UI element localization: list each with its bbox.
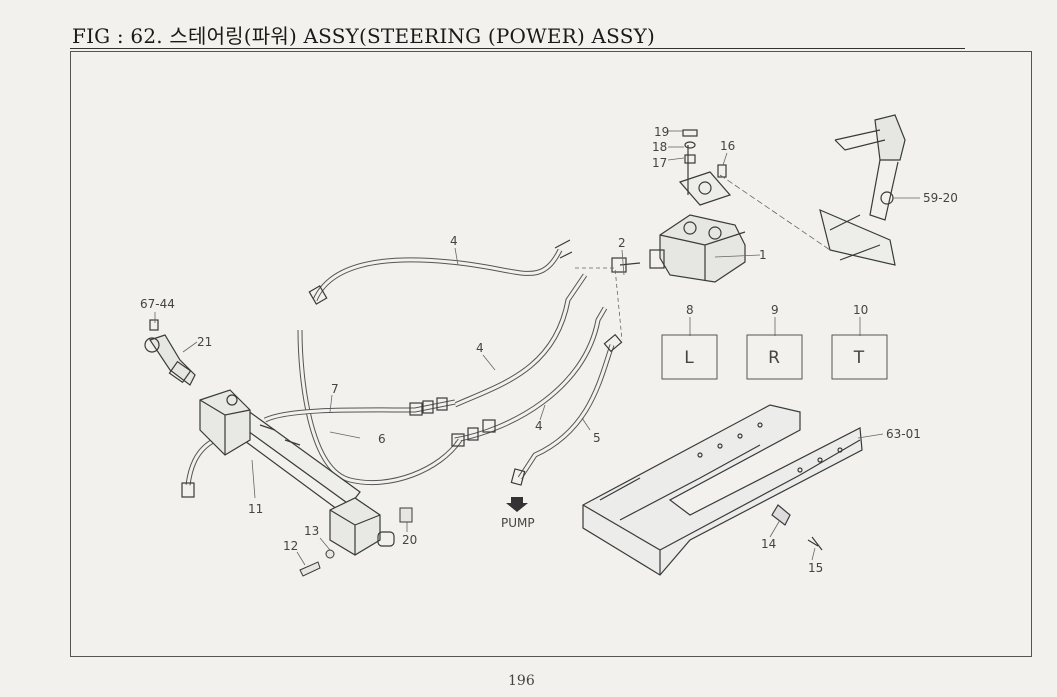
pump-label: PUMP: [501, 516, 535, 530]
callout-5: 5: [593, 431, 601, 445]
callout-63-01: 63-01: [886, 427, 921, 441]
callout-18: 18: [652, 140, 667, 154]
callout-20: 20: [402, 533, 417, 547]
part-12-bolt: [299, 561, 321, 577]
hose-4-lower: [454, 306, 608, 443]
callout-7: 7: [331, 382, 339, 396]
callout-15: 15: [808, 561, 823, 575]
box-t: [831, 334, 888, 380]
chassis-frame: [582, 404, 863, 576]
callout-10: 10: [853, 303, 868, 317]
part-20-pin: [399, 507, 413, 523]
callout-4-middle: 4: [476, 341, 484, 355]
page-title: FIG : 62. 스테어링(파워) ASSY(STEERING (POWER)…: [72, 24, 655, 48]
title-underline: [70, 48, 965, 49]
callout-59-20: 59-20: [923, 191, 958, 205]
callout-16: 16: [720, 139, 735, 153]
hose-4-upper: [312, 248, 563, 302]
callout-21: 21: [197, 335, 212, 349]
box-r: [746, 334, 803, 380]
callout-19: 19: [654, 125, 669, 139]
callout-17: 17: [652, 156, 667, 170]
callout-11: 11: [248, 502, 263, 516]
callout-12: 12: [283, 539, 298, 553]
power-cylinder: [199, 389, 395, 556]
callout-9: 9: [771, 303, 779, 317]
box-t-label: T: [853, 348, 865, 368]
callout-13: 13: [304, 524, 319, 538]
callout-14: 14: [761, 537, 776, 551]
callout-1: 1: [759, 248, 767, 262]
fitting-21: [149, 334, 196, 386]
callout-2: 2: [618, 236, 626, 250]
box-r-label: R: [768, 348, 780, 368]
box-l: [661, 334, 718, 380]
callout-4-upper: 4: [450, 234, 458, 248]
part-13-washer: [325, 549, 335, 559]
steering-column: [819, 114, 906, 266]
callout-8: 8: [686, 303, 694, 317]
callout-6: 6: [378, 432, 386, 446]
page-number: 196: [508, 673, 535, 689]
diagram-frame: [70, 51, 1032, 657]
pump-arrow-icon: [506, 497, 528, 512]
callout-4-lower: 4: [535, 419, 543, 433]
steering-gear-box: [649, 129, 746, 283]
box-l-label: L: [684, 348, 694, 368]
callout-67-44: 67-44: [140, 297, 175, 311]
